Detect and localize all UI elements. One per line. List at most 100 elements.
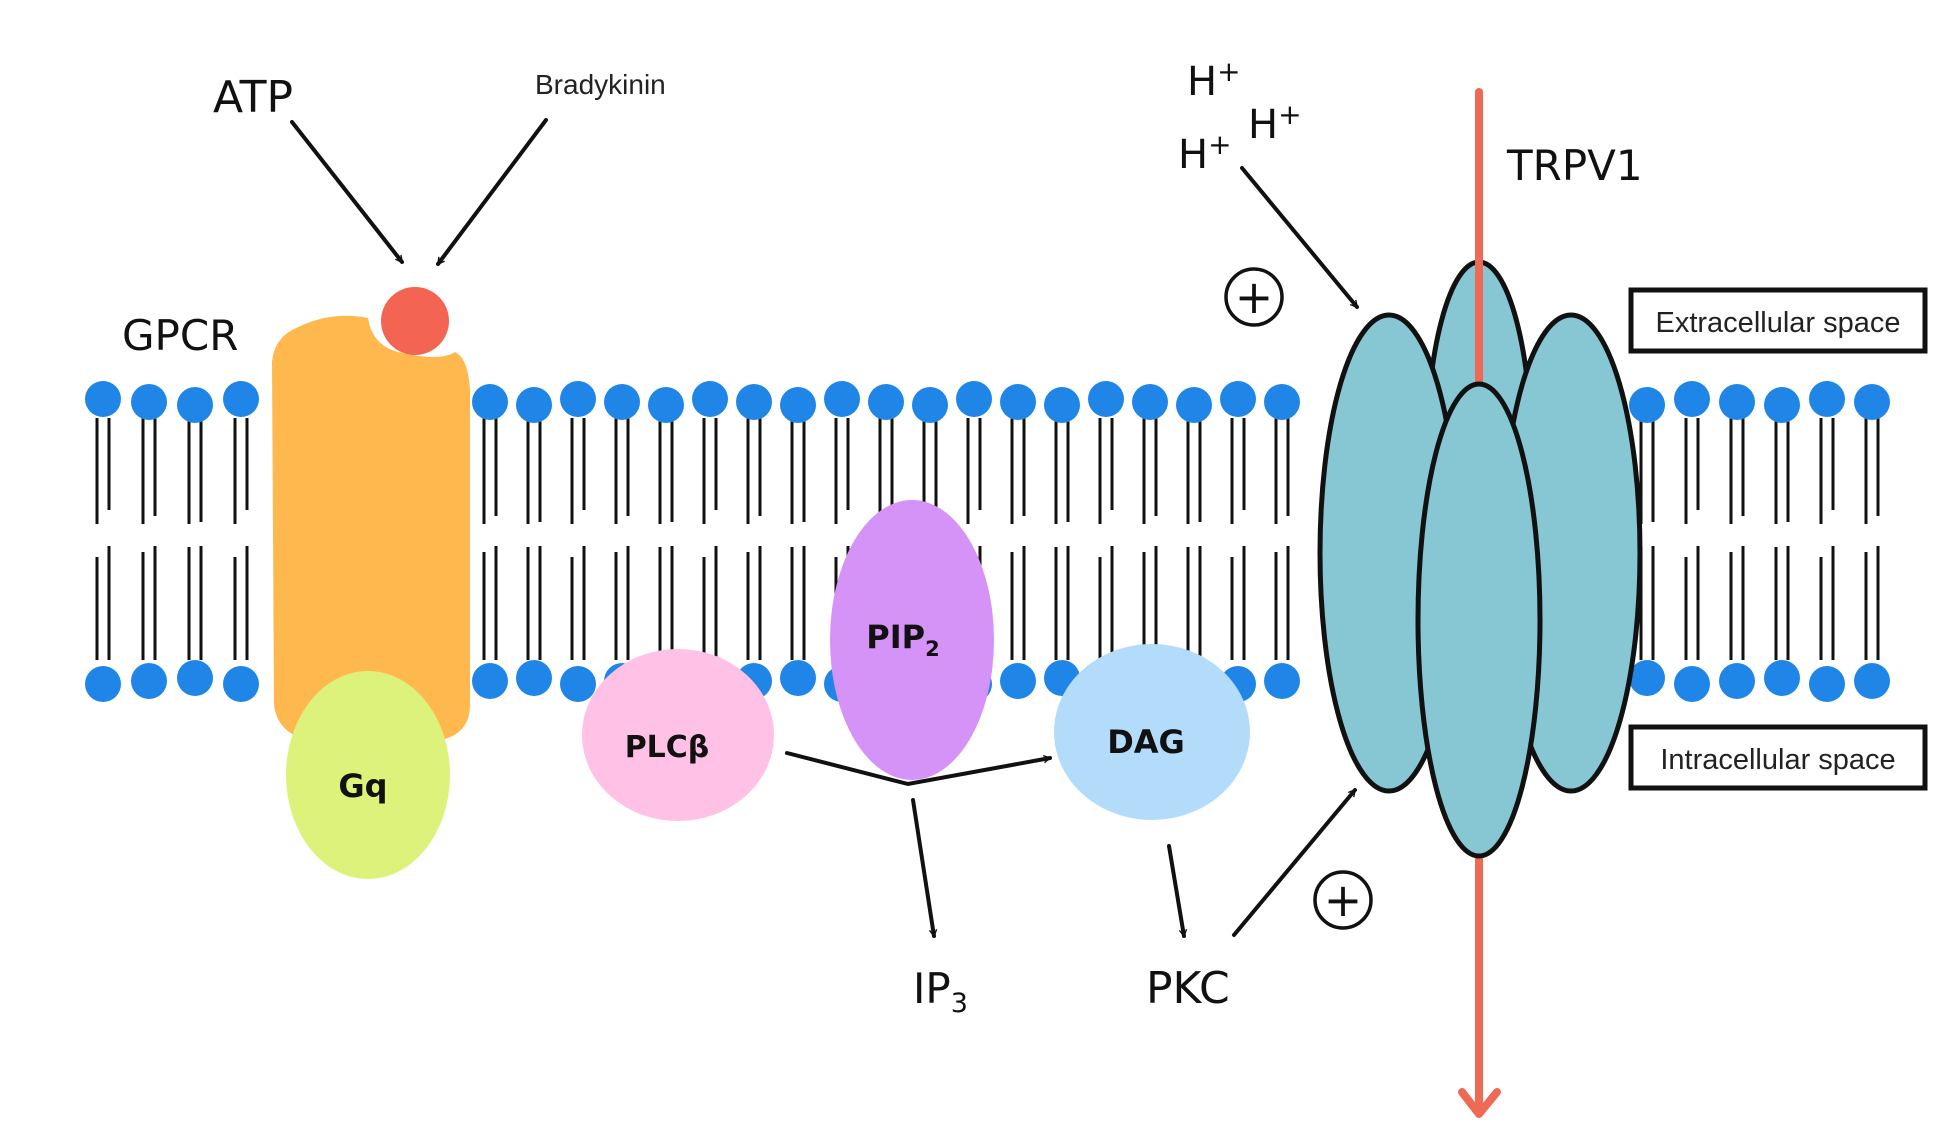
plcb-enzyme (582, 649, 774, 821)
arrows (290, 118, 1359, 938)
pip2-main: PIP (866, 618, 925, 656)
lipid-head (560, 381, 596, 417)
lipid-head (223, 666, 259, 702)
lipid-head (780, 387, 816, 423)
proton-label-left: H+ (1178, 128, 1232, 178)
lipid-head (1719, 384, 1755, 420)
proton-label-top: H+ (1187, 55, 1241, 105)
extracellular-box-frame (1628, 287, 1928, 354)
lipid-head (1629, 660, 1665, 696)
proton-h: H (1178, 132, 1208, 178)
lipid-head (1674, 666, 1710, 702)
intracellular-label: Intracellular space (1660, 744, 1895, 776)
ip3-subscript: 3 (951, 988, 968, 1019)
pip2-molecule (830, 500, 994, 780)
gpcr-label: GPCR (122, 311, 238, 360)
lipid-head (1719, 663, 1755, 699)
lipid-head (1264, 384, 1300, 420)
lipid-head (177, 387, 213, 423)
trpv1-label: TRPV1 (1506, 141, 1643, 190)
proton-h: H (1248, 102, 1278, 148)
plcb-label: PLCβ (625, 730, 710, 765)
lipid-head (648, 387, 684, 423)
lipid-head (1809, 666, 1845, 702)
ligand-dot (381, 287, 449, 355)
lipid-head (472, 384, 508, 420)
lipid-head (1132, 384, 1168, 420)
lipid-head (1220, 381, 1256, 417)
lipid-head (1088, 381, 1124, 417)
plus-sign-proton: + (1224, 267, 1284, 327)
bradykinin-arrow (436, 118, 548, 266)
lipid-head (85, 381, 121, 417)
lipid-tails (95, 418, 1880, 660)
dag-to-pkc-arrow (1167, 844, 1184, 938)
lipid-head (131, 384, 167, 420)
lipid-head (516, 660, 552, 696)
trpv1-subunit-front (1415, 381, 1543, 859)
ion-current-arrow (1458, 88, 1501, 1118)
lipid-head (1764, 387, 1800, 423)
dag-molecule (1054, 644, 1250, 820)
lipid-head (223, 381, 259, 417)
lipid-head (1629, 387, 1665, 423)
pip2-subscript: 2 (925, 637, 940, 661)
pkc-label: PKC (1146, 963, 1230, 1014)
lipid-head (1264, 663, 1300, 699)
to-ip3-arrow (911, 798, 934, 938)
gq-protein (286, 671, 450, 879)
lipid-head (131, 663, 167, 699)
plus-circle-proton (1224, 267, 1284, 327)
proton-arrow (1240, 166, 1359, 309)
lipid-head (1854, 663, 1890, 699)
lipid-head (85, 666, 121, 702)
plus-circle-pkc (1313, 870, 1373, 930)
bradykinin-label: Bradykinin (535, 69, 666, 100)
intracellular-box-frame (1628, 724, 1928, 791)
proton-charge: + (1208, 128, 1231, 161)
extracellular-label: Extracellular space (1656, 307, 1901, 339)
protons: H+ H+ H+ (1178, 55, 1302, 178)
lipid-head (560, 666, 596, 702)
ip3-main: IP (913, 964, 951, 1013)
current-arrowhead (1458, 1088, 1501, 1118)
lipid-head (736, 384, 772, 420)
proton-h: H (1187, 59, 1217, 105)
proton-label-right: H+ (1248, 98, 1302, 148)
lipid-head (1854, 384, 1890, 420)
lipid-head (1000, 384, 1036, 420)
gq-label: Gq (338, 767, 387, 805)
lipid-head (868, 384, 904, 420)
atp-label: ATP (213, 72, 293, 123)
lipid-head (1176, 387, 1212, 423)
lipid-head (1000, 663, 1036, 699)
lipid-head (1764, 660, 1800, 696)
lipid-head (1809, 381, 1845, 417)
plcb-to-dag-arrow (785, 751, 1052, 787)
lipid-head (956, 381, 992, 417)
plus-glyph-pkc: + (1324, 873, 1363, 927)
proton-charge: + (1278, 98, 1301, 131)
plus-glyph-proton: + (1235, 270, 1274, 324)
pkc-to-trpv1-arrow (1232, 788, 1357, 937)
pip2-label: PIP2 (866, 618, 939, 661)
lipid-head (1674, 381, 1710, 417)
extracellular-box: Extracellular space (1628, 287, 1928, 354)
plus-sign-pkc: + (1313, 870, 1373, 930)
lipid-head (604, 384, 640, 420)
intracellular-box: Intracellular space (1628, 724, 1928, 791)
lipid-head (1044, 387, 1080, 423)
atp-arrow (290, 120, 404, 264)
gpcr-receptor (272, 315, 470, 742)
lipid-head (824, 381, 860, 417)
lipid-head (472, 663, 508, 699)
lipid-head (780, 660, 816, 696)
ip3-label: IP3 (913, 964, 968, 1019)
proton-charge: + (1217, 55, 1240, 88)
lipid-head (177, 660, 213, 696)
lipid-head (912, 387, 948, 423)
lipid-head (692, 381, 728, 417)
dag-label: DAG (1107, 723, 1185, 761)
lipid-head (516, 387, 552, 423)
